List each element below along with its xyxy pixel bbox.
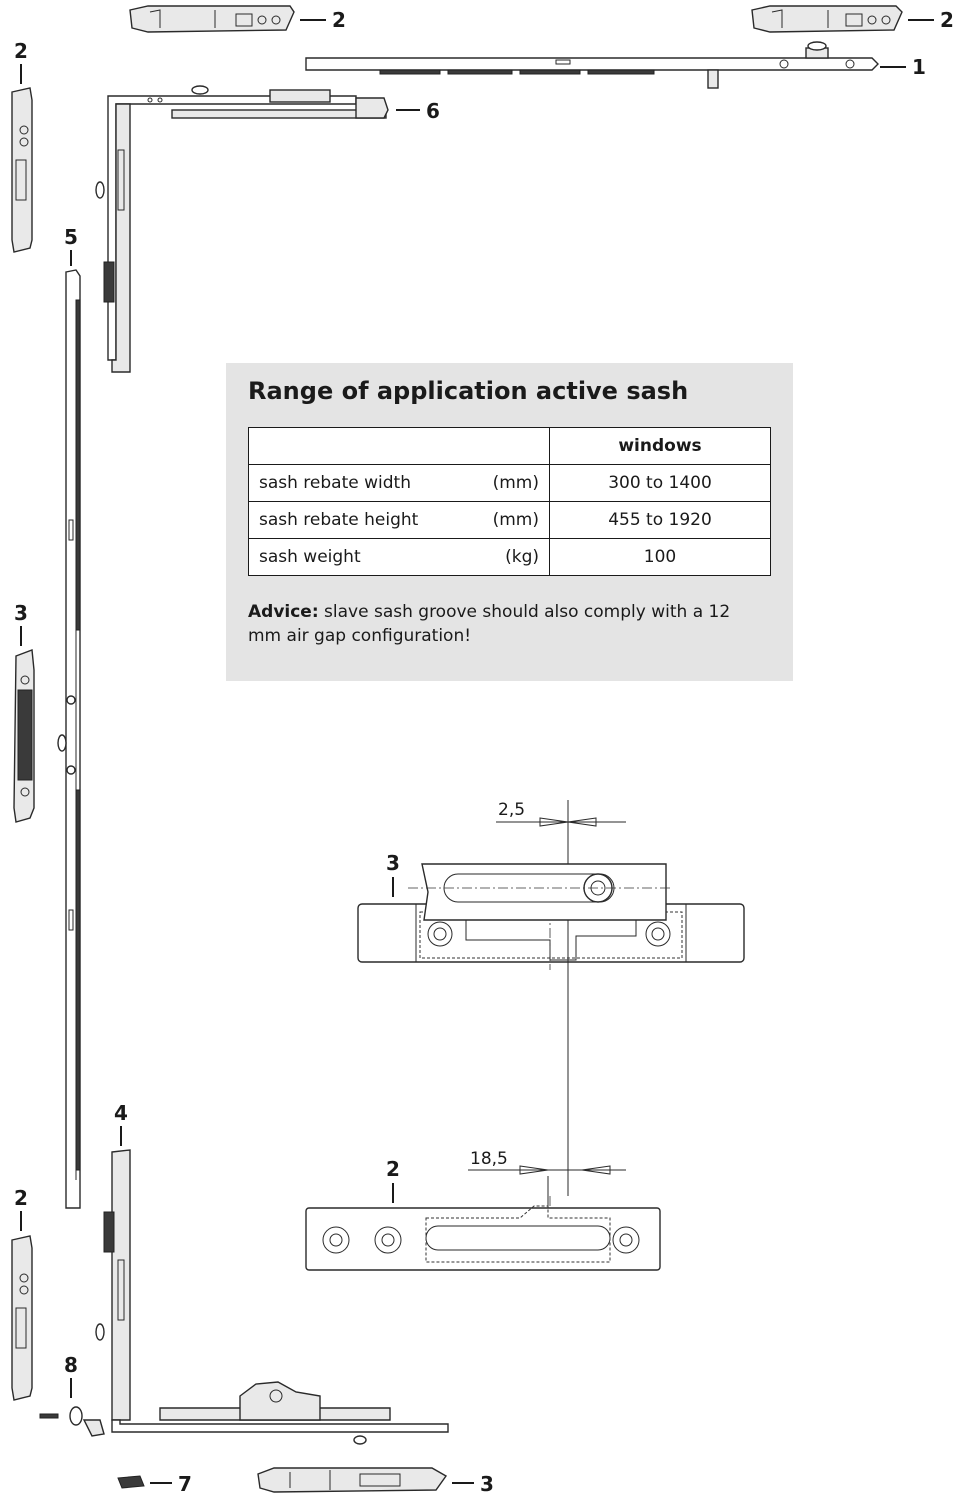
callout-2-top-b: 2 [940,8,954,32]
advice-label: Advice: [248,602,319,622]
row-value: 455 to 1920 [549,501,771,539]
table-row: sash rebate height (mm) 455 to 1920 [248,501,771,539]
row-label: sash weight [248,538,479,576]
advice-note: Advice: slave sash groove should also co… [248,600,768,648]
callout-2-top-a: 2 [332,8,346,32]
corner-drive-bottom [95,1149,449,1445]
screw-and-washer [39,1406,105,1437]
row-label: sash rebate width [248,464,479,502]
row-value: 300 to 1400 [549,464,771,502]
dimension-2-5: 2,5 [496,800,626,1196]
row-unit: (mm) [479,501,550,539]
table-row: sash weight (kg) 100 [248,538,771,576]
table-header-windows: windows [549,427,771,465]
table-header-row: windows [248,427,771,465]
keep-left-bottom [11,1235,33,1401]
corner-drive-top [95,85,389,373]
detail-bolt-section [408,863,670,921]
application-range-panel: Range of application active sash windows… [226,363,793,681]
callout-1: 1 [912,55,926,79]
row-value: 100 [549,538,771,576]
row-unit: (mm) [479,464,550,502]
callout-2-left-top: 2 [14,39,28,63]
top-gear-rod [305,41,879,89]
row-label: sash rebate height [248,501,479,539]
panel-title: Range of application active sash [248,377,689,405]
callout-6: 6 [426,99,440,123]
keep-bottom [257,1467,448,1493]
small-part-7 [117,1475,145,1489]
callout-4: 4 [114,1101,128,1125]
row-unit: (kg) [479,538,550,576]
table-row: sash rebate width (mm) 300 to 1400 [248,464,771,502]
callout-3-left: 3 [14,601,28,625]
dimension-label-18-5: 18,5 [470,1149,508,1169]
callout-5: 5 [64,225,78,249]
extension-rod [57,269,81,1209]
keep-top-right [751,5,903,33]
detail-keep-2 [305,1205,661,1271]
table-header-empty [248,427,550,465]
keep-top-left [129,5,295,33]
callout-8: 8 [64,1353,78,1377]
spec-table: windows sash rebate width (mm) 300 to 14… [248,427,771,576]
callout-7: 7 [178,1472,192,1496]
advice-text: slave sash groove should also comply wit… [248,602,731,646]
callout-2-left-bottom: 2 [14,1186,28,1210]
dimension-label-2-5: 2,5 [498,800,525,820]
callout-3-bottom: 3 [480,1472,494,1496]
callout-3-detail: 3 [386,851,400,875]
keep-left-middle [13,649,35,823]
dimension-18-5: 18,5 [468,1149,626,1210]
keep-left-top [11,87,33,253]
callout-2-detail: 2 [386,1157,400,1181]
